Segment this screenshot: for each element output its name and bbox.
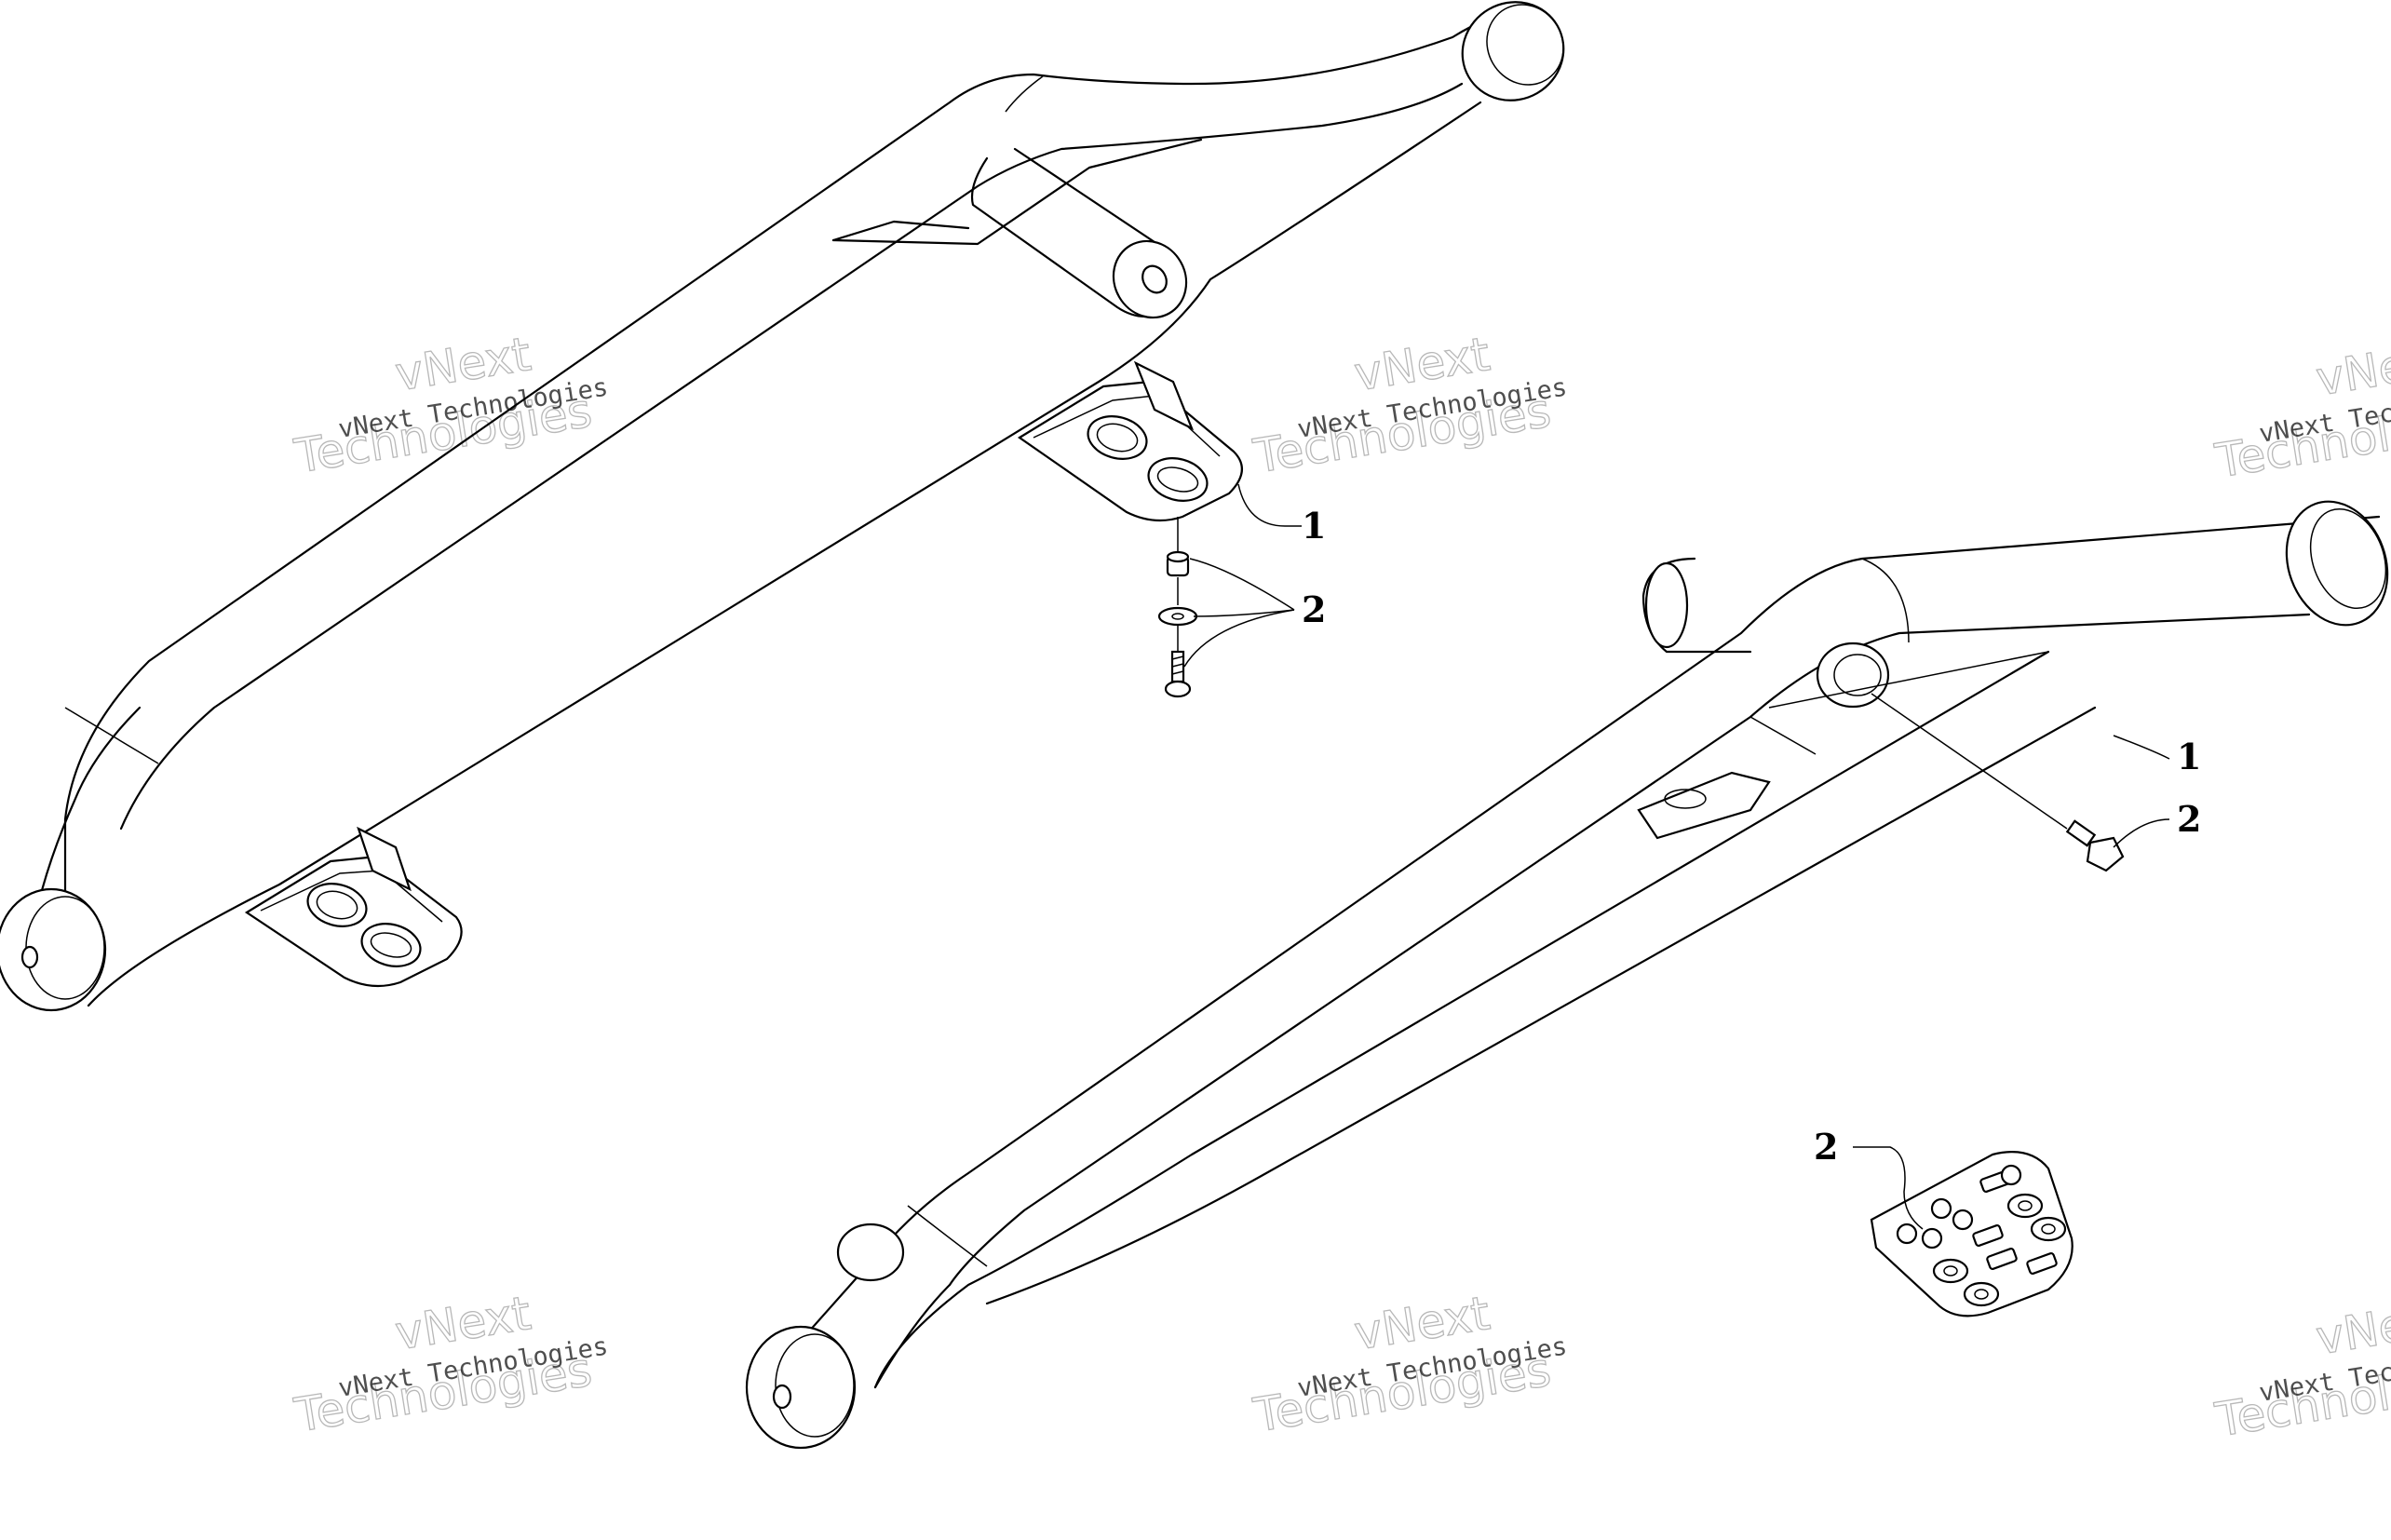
watermark-text: vNext: [2313, 1290, 2391, 1365]
lower-frame: [745, 500, 2389, 1450]
callout-1-upper: 1: [1302, 505, 1326, 547]
hardware-kit: [1870, 1151, 2074, 1317]
upper-frame: [0, 1, 1565, 1012]
callout-2-bolt: 2: [2177, 798, 2201, 840]
upper-frame-bracket: [244, 826, 463, 988]
callout-leaders: [1183, 483, 2170, 1230]
watermark-4: vNext Technologies vNext Technologies: [290, 1286, 610, 1444]
callout-2-kit: 2: [1814, 1126, 1838, 1168]
watermark-1: vNext Technologies vNext Technologies: [290, 327, 610, 485]
watermark-3: vNext Technologies vNext Technologies: [2210, 331, 2391, 490]
watermark-2: vNext Technologies vNext Technologies: [1249, 327, 1569, 485]
lower-bolt: [1871, 693, 2125, 872]
callout-2-upper: 2: [1302, 588, 1326, 630]
watermark-5: vNext Technologies vNext Technologies: [1249, 1286, 1569, 1444]
watermark-6: vNext Technologies vNext Technologies: [2210, 1290, 2391, 1449]
watermark-text: vNext: [2313, 331, 2391, 406]
upper-hardware: [1157, 517, 1198, 698]
upper-bracket: [1017, 360, 1243, 522]
callout-1-lower: 1: [2177, 736, 2201, 777]
